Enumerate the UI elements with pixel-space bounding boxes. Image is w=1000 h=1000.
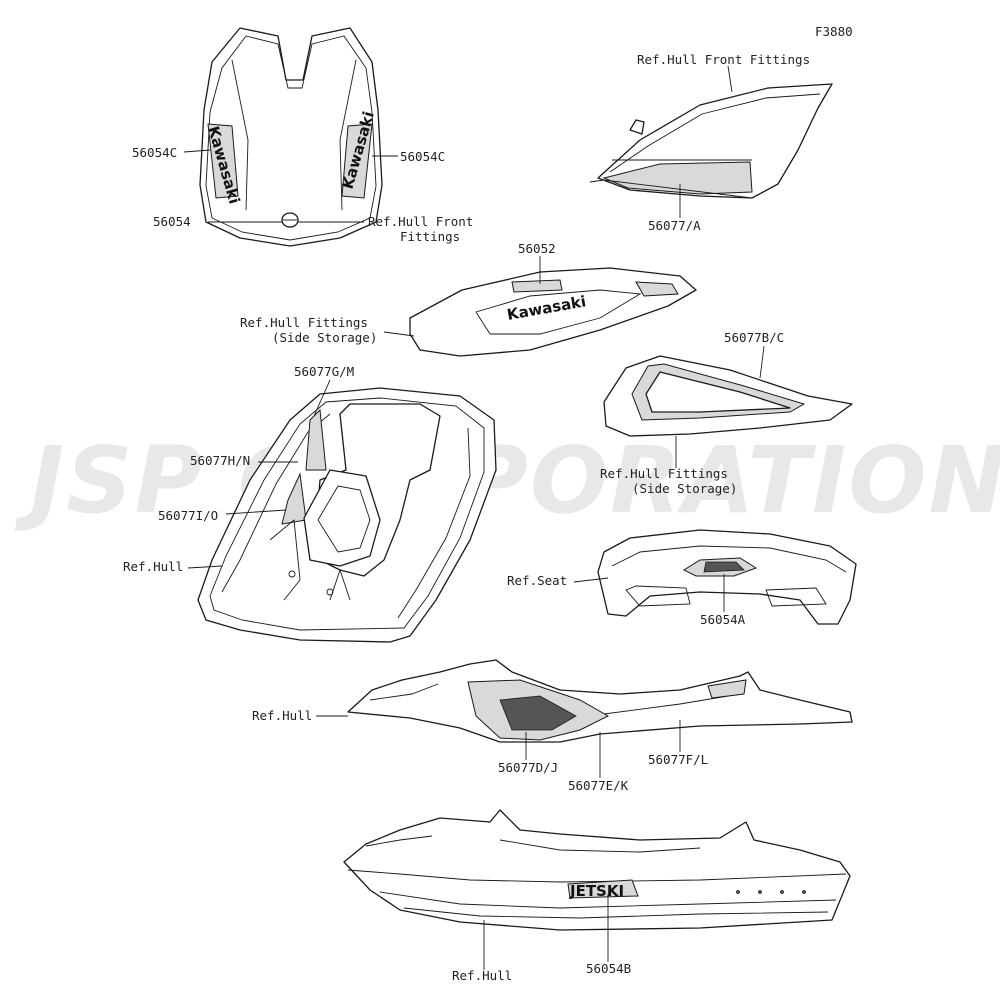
callout-56054c-right: 56054C bbox=[400, 149, 445, 164]
seat-underside bbox=[597, 529, 857, 625]
callout-56077f-l: 56077F/L bbox=[648, 752, 708, 767]
callout-56077d-j: 56077D/J bbox=[498, 760, 558, 775]
side-storage-tray bbox=[603, 355, 853, 437]
jetski-mark: JETSKI bbox=[569, 882, 624, 900]
callout-fittings: Fittings bbox=[400, 229, 460, 244]
callout-side-storage-b: (Side Storage) bbox=[632, 481, 737, 496]
callout-56054c-left: 56054C bbox=[132, 145, 177, 160]
callout-ref-hull-front: Ref.Hull Front bbox=[368, 214, 473, 229]
callout-ref-hull-bottom: Ref.Hull bbox=[452, 968, 512, 983]
callout-56077h-n: 56077H/N bbox=[190, 453, 250, 468]
watermark: JSP CORPORATION bbox=[14, 427, 1000, 534]
callout-56054a: 56054A bbox=[700, 612, 746, 627]
callout-56054b: 56054B bbox=[586, 961, 631, 976]
side-storage-lid: Kawasaki bbox=[409, 267, 697, 357]
callout-ref-hull-front-fittings-top: Ref.Hull Front Fittings bbox=[637, 52, 810, 67]
callout-ref-hull-fittings-a: Ref.Hull Fittings bbox=[240, 315, 368, 330]
callout-side-storage-a: (Side Storage) bbox=[272, 330, 377, 345]
figure-code: F3880 bbox=[815, 24, 853, 39]
callout-56052: 56052 bbox=[518, 241, 556, 256]
callout-ref-hull-side: Ref.Hull bbox=[252, 708, 312, 723]
callout-ref-seat: Ref.Seat bbox=[507, 573, 567, 588]
callout-56054: 56054 bbox=[153, 214, 191, 229]
front-fitting bbox=[589, 83, 833, 199]
callout-56077b-c: 56077B/C bbox=[724, 330, 784, 345]
callout-56077i-o: 56077I/O bbox=[158, 508, 218, 523]
hull-deck-side bbox=[347, 659, 853, 743]
callout-56077e-k: 56077E/K bbox=[568, 778, 629, 793]
callout-ref-hull-fittings-b: Ref.Hull Fittings bbox=[600, 466, 728, 481]
callout-ref-hull-deck: Ref.Hull bbox=[123, 559, 183, 574]
callout-labels: Ref.Hull Front Fittings 56054C 56054C 56… bbox=[123, 52, 810, 983]
deck-top-view bbox=[197, 387, 497, 643]
front-hood-cover: Kawasaki Kawasaki bbox=[199, 27, 383, 247]
jetski-side-view: JETSKI bbox=[343, 809, 851, 931]
leader-lines bbox=[183, 65, 765, 970]
callout-56077-a: 56077/A bbox=[648, 218, 701, 233]
callout-56077g-m: 56077G/M bbox=[294, 364, 354, 379]
